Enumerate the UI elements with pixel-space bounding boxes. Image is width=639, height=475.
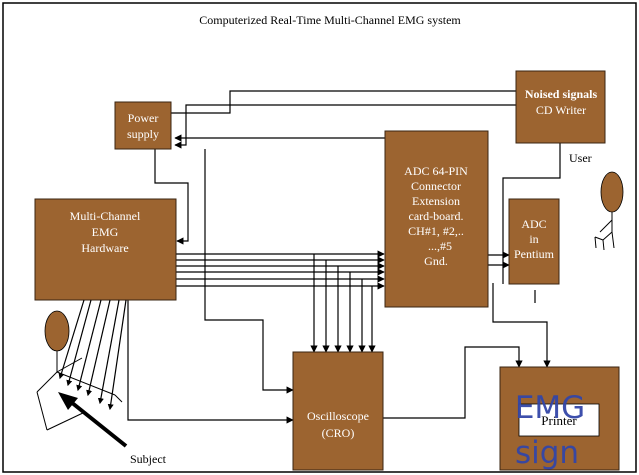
power-supply-block: Power supply [114, 101, 172, 150]
adc-connector-line-3: Extension [412, 194, 460, 208]
user-label: User [569, 151, 592, 165]
cd-writer-block: Noised signals CD Writer [515, 70, 606, 144]
emg-hardware-line-3: Hardware [81, 241, 128, 255]
cd-writer-line-1: Noised signals [525, 87, 598, 101]
adc-pentium-line-3: Pentium [514, 247, 555, 261]
emg-hardware-block: Multi-Channel EMG Hardware [34, 198, 177, 301]
emg-hardware-line-2: EMG [92, 225, 119, 239]
adc-pentium-block: ADC in Pentium [508, 198, 560, 285]
adc-pentium-line-1: ADC [521, 217, 546, 231]
oscilloscope-line-2: (CRO) [322, 426, 355, 440]
printer-block: Printer EMG sign [499, 366, 620, 471]
adc-connector-line-7: Gnd. [424, 254, 448, 268]
overlay-text-emg: EMG [515, 390, 585, 426]
power-supply-line-1: Power [128, 111, 159, 125]
printer-label: Printer [541, 413, 577, 428]
overlay-text-sign: sign [515, 435, 579, 471]
user-figure-icon [594, 171, 624, 251]
cd-writer-line-2: CD Writer [536, 103, 586, 117]
adc-pentium-line-2: in [529, 232, 538, 246]
oscilloscope-block: Oscilloscope (CRO) [292, 351, 384, 471]
printer-paper [518, 403, 600, 437]
oscilloscope-line-1: Oscilloscope [307, 409, 369, 423]
adc-connector-line-4: card-board. [409, 209, 464, 223]
diagram-title: Computerized Real-Time Multi-Channel EMG… [199, 13, 461, 27]
emg-hardware-line-1: Multi-Channel [70, 209, 141, 223]
power-supply-line-2: supply [127, 127, 159, 141]
subject-figure-icon [36, 299, 128, 448]
adc-connector-block: ADC 64-PIN Connector Extension card-boar… [384, 130, 489, 308]
adc-connector-line-6: ...,#5 [428, 239, 452, 253]
subject-label: Subject [130, 452, 167, 466]
adc-connector-line-2: Connector [411, 179, 461, 193]
adc-connector-line-1: ADC 64-PIN [404, 164, 468, 178]
adc-connector-line-5: CH#1, #2,.. [408, 224, 464, 238]
